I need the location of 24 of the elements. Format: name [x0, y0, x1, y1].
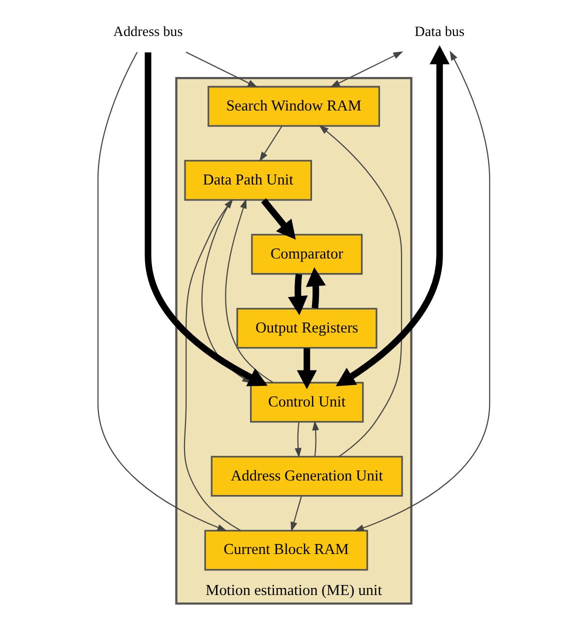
arrow: [330, 51, 404, 88]
node-box: Data Path Unit: [184, 160, 312, 201]
node-box: Control Unit: [250, 382, 364, 423]
arrow: [318, 125, 402, 458]
arrow: [97, 52, 228, 532]
node-box: Current Block RAM: [204, 530, 368, 571]
arrow: [259, 126, 282, 162]
arrow: [288, 274, 308, 316]
arrow: [186, 52, 258, 88]
node-text: Address bus: [113, 24, 183, 40]
arrow: [296, 348, 317, 390]
arrow: [306, 267, 326, 309]
arrow: [290, 496, 302, 532]
arrow: [312, 420, 320, 456]
arrow: [336, 45, 450, 386]
node-box: Search Window RAM: [208, 86, 380, 127]
node-box: Address Generation Unit: [210, 456, 403, 497]
arrow: [294, 422, 302, 458]
node-text: Data bus: [414, 24, 465, 40]
node-box: Output Registers: [236, 308, 378, 349]
arrow: [354, 50, 490, 532]
node-box: Comparator: [251, 234, 363, 275]
arrow: [144, 52, 268, 386]
arrow: [261, 198, 296, 240]
